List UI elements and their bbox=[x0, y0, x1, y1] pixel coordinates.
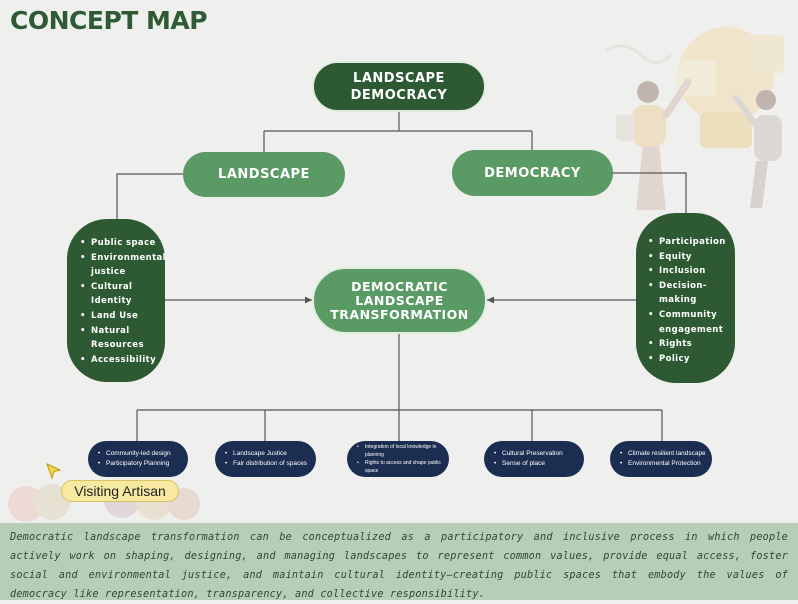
list-item: Fair distribution of spaces bbox=[225, 459, 310, 469]
outcome-node: Cultural Preservation Sense of place bbox=[484, 441, 584, 477]
list-item: Cultural Identity bbox=[80, 280, 157, 309]
list-item: Natural Resources bbox=[80, 324, 157, 353]
pointer-cursor-icon bbox=[46, 463, 62, 480]
list-item: Participatory Planning bbox=[98, 459, 180, 469]
outcome-node: Climate resilient landscape Environmenta… bbox=[610, 441, 712, 477]
list-item: Decision-making bbox=[648, 279, 729, 308]
list-item: Land Use bbox=[80, 309, 157, 324]
outcome-node: Community-led design Participatory Plann… bbox=[88, 441, 188, 477]
root-node: LANDSCAPE DEMOCRACY bbox=[312, 61, 486, 112]
landscape-node: LANDSCAPE bbox=[183, 152, 345, 197]
list-item: Environmental justice bbox=[80, 251, 166, 280]
democracy-elements: Participation Equity Inclusion Decision-… bbox=[636, 213, 735, 383]
list-item: Environmental Protection bbox=[620, 459, 706, 469]
list-item: Inclusion bbox=[648, 264, 729, 279]
list-item: Integration of local knowledge in planni… bbox=[357, 443, 441, 459]
list-item: Community engagement bbox=[648, 308, 729, 337]
page-title: CONCEPT MAP bbox=[10, 6, 208, 35]
list-item: Rights bbox=[648, 337, 729, 352]
list-item: Public space bbox=[80, 236, 157, 251]
visiting-artisan-badge[interactable]: Visiting Artisan bbox=[61, 480, 179, 502]
democracy-node: DEMOCRACY bbox=[452, 150, 613, 196]
list-item: Policy bbox=[648, 352, 729, 367]
outcome-node: Integration of local knowledge in planni… bbox=[347, 441, 449, 477]
list-item: Sense of place bbox=[494, 459, 576, 469]
list-item: Community-led design bbox=[98, 449, 180, 459]
list-item: Equity bbox=[648, 250, 729, 265]
list-item: Cultural Preservation bbox=[494, 449, 576, 459]
list-item: Landscape Justice bbox=[225, 449, 310, 459]
center-node: DEMOCRATIC LANDSCAPE TRANSFORMATION bbox=[312, 267, 487, 334]
list-item: Participation bbox=[648, 235, 729, 250]
list-item: Climate resilient landscape bbox=[620, 449, 706, 459]
list-item: Accessibility bbox=[80, 353, 157, 368]
description-footer: Democratic landscape transformation can … bbox=[0, 523, 798, 600]
list-item: Rights to access and shape public space bbox=[357, 459, 441, 475]
landscape-elements: Public space Environmental justice Cultu… bbox=[67, 219, 166, 382]
puzzle-people-illustration bbox=[605, 27, 784, 210]
outcome-node: Landscape Justice Fair distribution of s… bbox=[215, 441, 316, 477]
